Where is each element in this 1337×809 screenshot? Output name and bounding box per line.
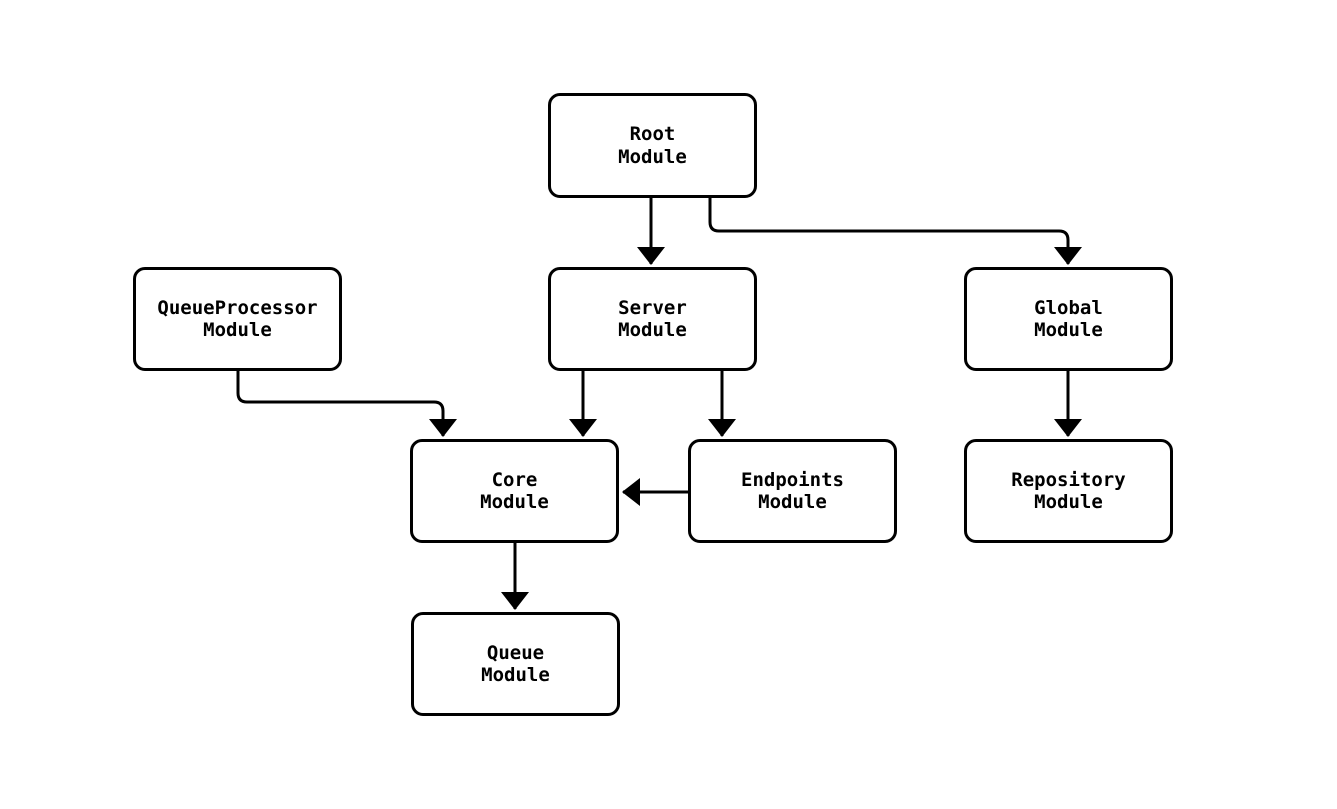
- node-endpoints-module: Endpoints Module: [688, 439, 897, 543]
- node-server-module: Server Module: [548, 267, 757, 371]
- node-endpoints-module-label: Endpoints Module: [741, 468, 844, 513]
- node-core-module-label: Core Module: [480, 468, 549, 513]
- node-queueprocessor-module-label: QueueProcessor Module: [157, 296, 318, 341]
- node-repository-module-label: Repository Module: [1011, 468, 1126, 513]
- edge-root-to-global: [708, 198, 1082, 265]
- node-queue-module-label: Queue Module: [481, 641, 550, 686]
- node-root-module: Root Module: [548, 93, 757, 198]
- node-queue-module: Queue Module: [411, 612, 620, 716]
- node-global-module-label: Global Module: [1034, 296, 1103, 341]
- node-global-module: Global Module: [964, 267, 1173, 371]
- node-repository-module: Repository Module: [964, 439, 1173, 543]
- node-core-module: Core Module: [410, 439, 619, 543]
- node-root-module-label: Root Module: [618, 123, 687, 168]
- edge-group: [236, 198, 1082, 610]
- node-server-module-label: Server Module: [618, 296, 687, 341]
- edge-queueprocessor-to-core: [236, 371, 457, 437]
- node-queueprocessor-module: QueueProcessor Module: [133, 267, 342, 371]
